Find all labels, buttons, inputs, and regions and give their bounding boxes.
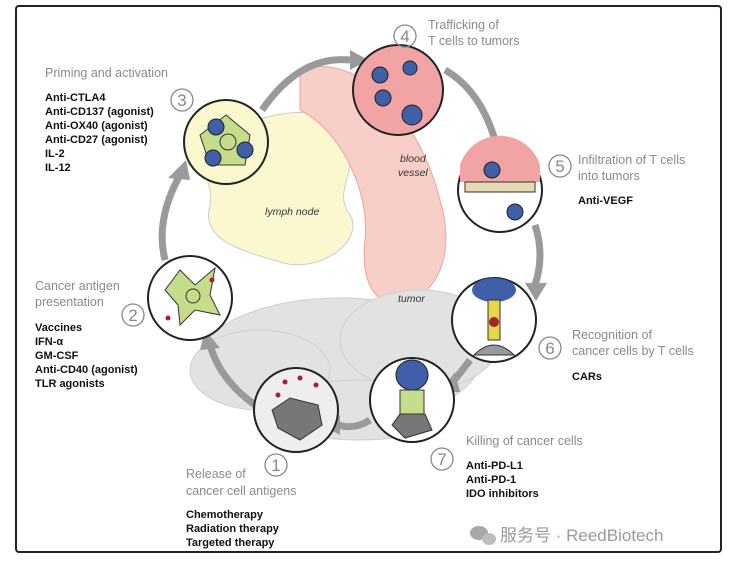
- svg-text:5: 5: [555, 157, 564, 176]
- svg-text:IL-2: IL-2: [45, 148, 65, 160]
- step2-title-line2: presentation: [35, 295, 104, 309]
- step2-antigen-presentation-circle: [147, 255, 233, 341]
- step3-therapies: Anti-CTLA4 Anti-CD137 (agonist) Anti-OX4…: [45, 92, 154, 174]
- step-number-4: 4: [393, 24, 417, 48]
- svg-text:GM-CSF: GM-CSF: [35, 350, 79, 362]
- svg-text:IDO inhibitors: IDO inhibitors: [466, 488, 539, 500]
- svg-text:Radiation therapy: Radiation therapy: [186, 523, 280, 535]
- step1-therapies: Chemotherapy Radiation therapy Targeted …: [186, 509, 280, 549]
- step3-dendritic-cell-circle: [183, 99, 269, 185]
- step1-title-line1: Release of: [186, 467, 246, 481]
- step1-release-circle: [253, 367, 339, 453]
- step7-killing-circle: [369, 357, 455, 443]
- step5-title-line1: Infiltration of T cells: [578, 153, 685, 167]
- svg-text:4: 4: [400, 27, 409, 46]
- step6-title-line1: Recognition of: [572, 328, 652, 342]
- svg-text:Targeted therapy: Targeted therapy: [186, 537, 275, 549]
- svg-text:TLR agonists: TLR agonists: [35, 378, 105, 390]
- svg-text:3: 3: [177, 91, 186, 110]
- svg-text:6: 6: [545, 339, 554, 358]
- svg-text:服务号 · ReedBiotech: 服务号 · ReedBiotech: [500, 526, 663, 545]
- svg-text:Chemotherapy: Chemotherapy: [186, 509, 264, 521]
- step6-therapy: CARs: [572, 371, 602, 383]
- svg-text:IL-12: IL-12: [45, 162, 71, 174]
- svg-text:Anti-CTLA4: Anti-CTLA4: [45, 92, 106, 104]
- step1-title-line2: cancer cell antigens: [186, 484, 296, 498]
- step-number-7: 7: [430, 447, 454, 471]
- svg-text:7: 7: [437, 450, 446, 469]
- cycle-arrows: [158, 56, 544, 431]
- step6-recognition-circle: [451, 277, 537, 363]
- step3-title: Priming and activation: [45, 66, 168, 80]
- svg-text:2: 2: [128, 306, 137, 325]
- step5-title-line2: into tumors: [578, 169, 640, 183]
- step5-infiltration-circle: [457, 135, 543, 233]
- svg-text:Anti-CD27 (agonist): Anti-CD27 (agonist): [45, 134, 148, 146]
- step4-title-line1: Trafficking of: [428, 18, 499, 32]
- lymph-node-label: lymph node: [265, 206, 319, 218]
- watermark: 服务号 · ReedBiotech: [470, 526, 663, 545]
- svg-text:1: 1: [271, 456, 280, 475]
- step4-trafficking-circle: [352, 44, 444, 136]
- step6-title-line2: cancer cells by T cells: [572, 344, 694, 358]
- step2-therapies: Vaccines IFN-α GM-CSF Anti-CD40 (agonist…: [35, 322, 138, 390]
- step-number-1: 1: [264, 453, 288, 477]
- blood-vessel-label-line2: vessel: [398, 167, 428, 179]
- step7-therapies: Anti-PD-L1 Anti-PD-1 IDO inhibitors: [466, 460, 539, 500]
- step2-title-line1: Cancer antigen: [35, 279, 120, 293]
- blood-vessel-label-line1: blood: [400, 153, 427, 165]
- step-number-3: 3: [170, 88, 194, 112]
- svg-text:Anti-PD-1: Anti-PD-1: [466, 474, 516, 486]
- step-number-5: 5: [548, 154, 572, 178]
- svg-text:IFN-α: IFN-α: [35, 336, 63, 348]
- step-number-6: 6: [538, 336, 562, 360]
- tumor-label: tumor: [398, 293, 425, 305]
- svg-text:Anti-PD-L1: Anti-PD-L1: [466, 460, 523, 472]
- svg-text:Anti-CD40 (agonist): Anti-CD40 (agonist): [35, 364, 138, 376]
- svg-text:Anti-OX40 (agonist): Anti-OX40 (agonist): [45, 120, 148, 132]
- step5-therapy: Anti-VEGF: [578, 195, 633, 207]
- step-number-2: 2: [121, 303, 145, 327]
- step4-title-line2: T cells to tumors: [428, 34, 519, 48]
- wechat-icon: [470, 526, 496, 545]
- svg-text:Vaccines: Vaccines: [35, 322, 82, 334]
- step7-title: Killing of cancer cells: [466, 434, 583, 448]
- svg-text:Anti-CD137 (agonist): Anti-CD137 (agonist): [45, 106, 154, 118]
